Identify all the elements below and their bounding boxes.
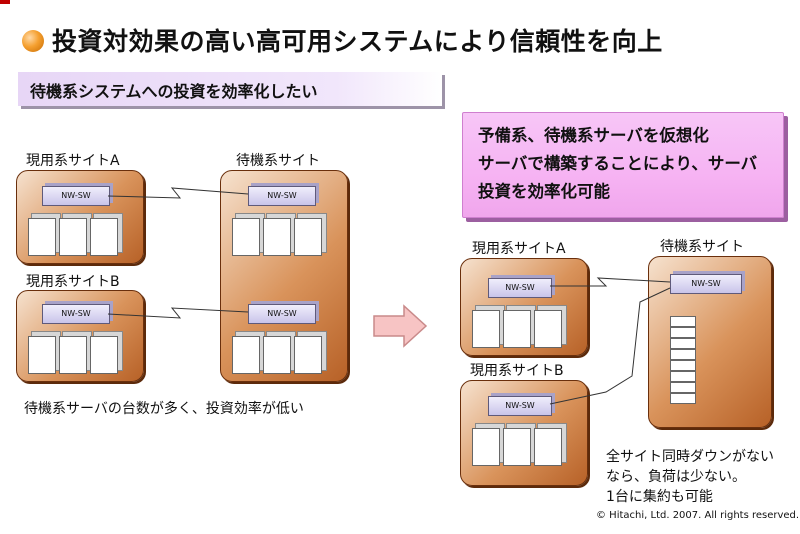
server-unit xyxy=(670,360,696,371)
server-unit xyxy=(670,371,696,382)
server-icon xyxy=(534,310,562,348)
left-site-b-nwsw: NW-SW xyxy=(42,304,110,324)
left-standby-label: 待機系サイト xyxy=(236,153,320,169)
consolidated-server-stack xyxy=(670,316,696,404)
callout-box xyxy=(462,112,784,218)
left-caption: 待機系サーバの台数が多く、投資効率が低い xyxy=(24,401,304,417)
right-site-b-nwsw: NW-SW xyxy=(488,396,552,416)
left-site-a-nwsw: NW-SW xyxy=(42,186,110,206)
right-note-line-1: 全サイト同時ダウンがない xyxy=(606,449,774,465)
server-unit xyxy=(670,349,696,360)
server-icon xyxy=(59,218,87,256)
subtitle-band xyxy=(18,72,442,106)
right-note-line-3: 1台に集約も可能 xyxy=(606,489,713,505)
server-icon xyxy=(232,218,260,256)
server-unit xyxy=(670,382,696,393)
server-icon xyxy=(294,218,322,256)
left-site-a-label: 現用系サイトA xyxy=(26,153,120,169)
server-icon xyxy=(28,218,56,256)
top-left-accent xyxy=(0,0,10,4)
subtitle: 待機系システムへの投資を効率化したい xyxy=(30,82,318,101)
right-standby-label: 待機系サイト xyxy=(660,239,744,255)
server-icon xyxy=(232,336,260,374)
right-site-b-label: 現用系サイトB xyxy=(470,363,564,379)
copyright-footer: © Hitachi, Ltd. 2007. All rights reserve… xyxy=(596,510,800,521)
right-arrow-icon xyxy=(373,304,428,348)
left-standby-nwsw-bottom: NW-SW xyxy=(248,304,316,324)
server-unit xyxy=(670,316,696,327)
server-unit xyxy=(670,338,696,349)
server-unit xyxy=(670,393,696,404)
server-unit xyxy=(670,327,696,338)
server-icon xyxy=(534,428,562,466)
server-icon xyxy=(294,336,322,374)
server-icon xyxy=(90,218,118,256)
left-standby-nwsw-top: NW-SW xyxy=(248,186,316,206)
server-icon xyxy=(28,336,56,374)
callout-line-2: サーバで構築することにより、サーバ xyxy=(478,154,758,173)
title-bullet-icon xyxy=(22,30,44,52)
server-icon xyxy=(90,336,118,374)
server-icon xyxy=(472,310,500,348)
server-icon xyxy=(503,428,531,466)
left-site-b-label: 現用系サイトB xyxy=(26,274,120,290)
right-site-a-nwsw: NW-SW xyxy=(488,278,552,298)
page-title: 投資対効果の高い高可用システムにより信頼性を向上 xyxy=(52,27,663,56)
server-icon xyxy=(59,336,87,374)
callout-line-1: 予備系、待機系サーバを仮想化 xyxy=(478,126,709,145)
server-icon xyxy=(263,218,291,256)
right-note-line-2: なら、負荷は少ない。 xyxy=(606,469,746,485)
right-site-a-label: 現用系サイトA xyxy=(472,241,566,257)
server-icon xyxy=(263,336,291,374)
server-icon xyxy=(503,310,531,348)
callout-line-3: 投資を効率化可能 xyxy=(478,182,610,201)
right-standby-nwsw: NW-SW xyxy=(670,274,742,294)
server-icon xyxy=(472,428,500,466)
